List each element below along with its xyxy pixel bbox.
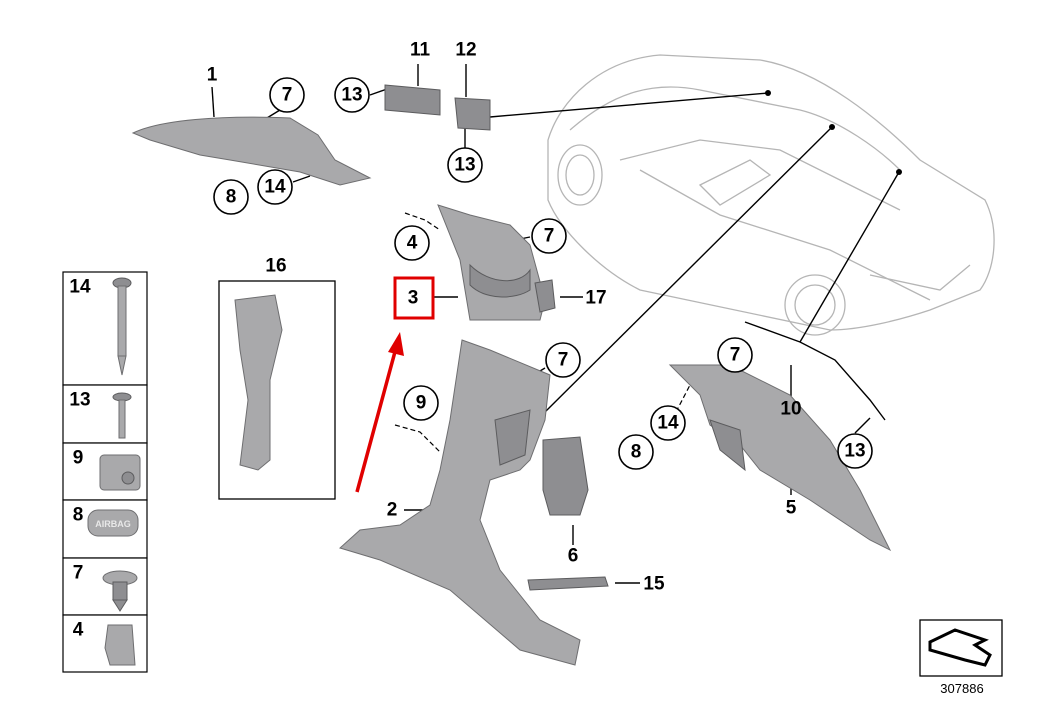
highlight-box — [393, 276, 435, 320]
callout-2: 2 — [387, 500, 398, 521]
airbag-badge-text: AIRBAG — [95, 519, 131, 529]
callout-13: 13 — [454, 155, 475, 176]
legend-label-14: 14 — [69, 277, 91, 298]
callout-4: 4 — [407, 233, 418, 254]
part-17-clip — [534, 279, 556, 313]
callout-8: 8 — [226, 187, 237, 208]
callout-7: 7 — [544, 226, 555, 247]
callout-7: 7 — [282, 85, 293, 106]
retainer-clip-icon — [104, 624, 136, 666]
callout-12: 12 — [455, 40, 476, 61]
callouts: 1 7 8 14 11 12 13 13 16 4 7 3 17 9 7 2 6… — [207, 40, 873, 595]
callout-8: 8 — [631, 442, 642, 463]
callout-14: 14 — [264, 177, 286, 198]
legend-label-13: 13 — [69, 390, 90, 411]
airbag-badge-icon: AIRBAG — [87, 509, 139, 537]
part-1-trim — [131, 116, 372, 186]
callout-1: 1 — [207, 65, 218, 86]
part-6-vent — [542, 436, 589, 516]
diagram-number: 307886 — [940, 681, 983, 696]
clip-nut-icon — [99, 454, 141, 491]
callout-16: 16 — [265, 256, 286, 277]
part-10-cable — [744, 321, 886, 421]
parts — [131, 84, 892, 666]
part-15-strap — [527, 576, 609, 591]
callout-14: 14 — [657, 413, 679, 434]
bolt-icon — [112, 392, 132, 439]
callout-9: 9 — [416, 393, 427, 414]
callout-5: 5 — [786, 498, 797, 519]
part-16-box — [218, 280, 336, 500]
part-5-trim — [668, 364, 892, 552]
callout-13: 13 — [844, 441, 865, 462]
part-11-12-bracket — [384, 84, 441, 116]
callout-3: 3 — [408, 288, 419, 309]
callout-13: 13 — [341, 85, 362, 106]
legend-label-9: 9 — [73, 448, 84, 469]
callout-15: 15 — [643, 574, 665, 595]
screw-icon — [112, 277, 132, 376]
part-3-trim — [437, 204, 546, 321]
car-outline — [547, 54, 995, 336]
callout-11: 11 — [410, 40, 431, 61]
highlight-arrow — [355, 332, 404, 493]
part-2-pillar — [339, 339, 581, 666]
callout-10: 10 — [780, 399, 801, 420]
callout-17: 17 — [585, 288, 606, 309]
callout-6: 6 — [568, 546, 579, 567]
legend-label-7: 7 — [73, 563, 84, 584]
legend-label-4: 4 — [73, 620, 84, 641]
part-16-panel — [234, 294, 283, 471]
push-clip-icon — [102, 570, 138, 612]
fastener-legend: 14 13 9 8 7 4 AIRBAG — [62, 271, 148, 673]
callout-7: 7 — [730, 345, 741, 366]
orientation-icon — [919, 619, 1003, 677]
legend-label-8: 8 — [73, 505, 84, 526]
callout-7: 7 — [558, 350, 569, 371]
